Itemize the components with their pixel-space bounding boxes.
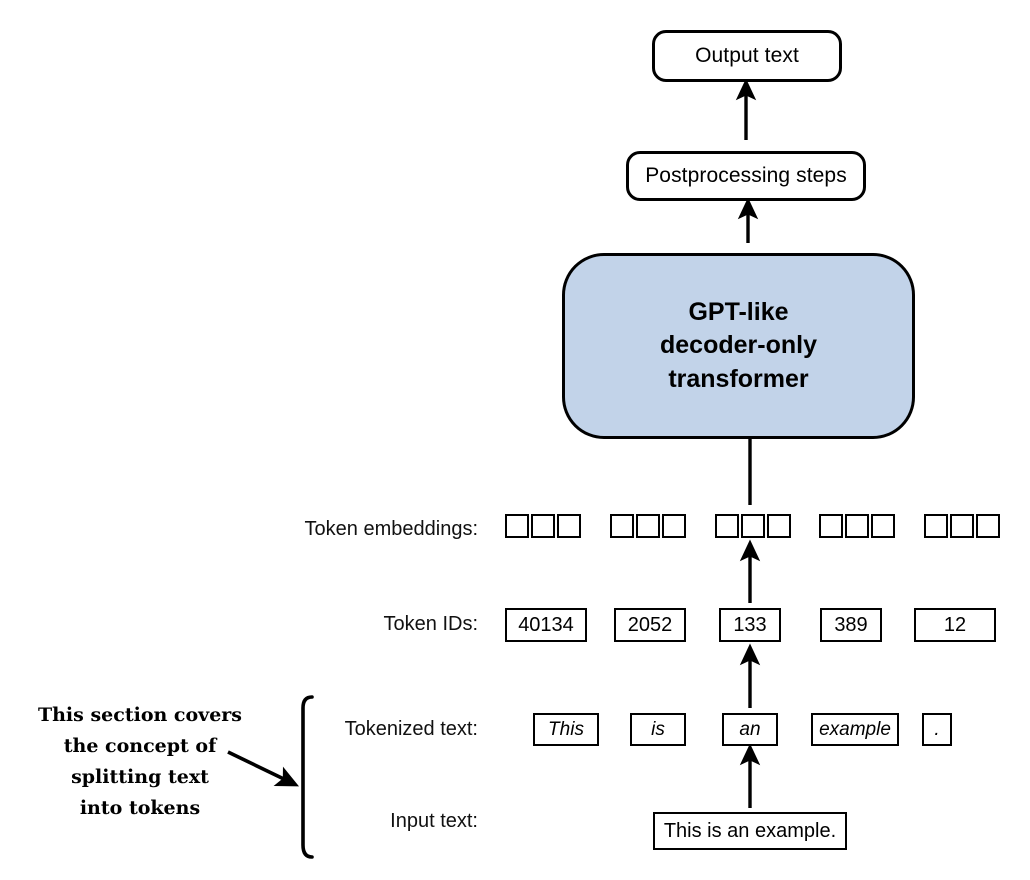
token-embedding-cell (976, 514, 1000, 538)
label-token-embeddings: Token embeddings: (304, 518, 478, 540)
token-embedding-cell (845, 514, 870, 538)
token-id-value: 389 (834, 613, 868, 636)
token-id-box[interactable]: 40134 (505, 608, 587, 642)
tokenized-text-value: This (548, 718, 584, 740)
token-embeddings-row (505, 514, 1000, 540)
token-embedding-cell (740, 514, 765, 538)
annotation-line-2: the concept of (63, 734, 217, 757)
tokenized-text-value: example (819, 718, 891, 740)
token-embedding-cell (609, 514, 634, 538)
token-embedding-cell (531, 514, 555, 538)
tokenized-text-row: This is an example. (503, 713, 1003, 746)
tokenized-text-value: is (651, 718, 665, 740)
section-bracket (301, 695, 314, 859)
tokenized-text-value: an (739, 718, 761, 740)
tokenized-text-box[interactable]: is (630, 713, 686, 746)
label-token-ids: Token IDs: (383, 613, 478, 635)
token-embedding-group (819, 514, 896, 540)
label-tokenized-text: Tokenized text: (344, 718, 478, 740)
output-text-label: Output text (695, 44, 799, 67)
token-embedding-cell (950, 514, 974, 538)
transformer-label-line1: GPT-like (688, 297, 789, 326)
transformer-label-line2: decoder-only (660, 331, 817, 360)
token-embedding-cell (924, 514, 948, 538)
token-embedding-cell (819, 514, 844, 538)
transformer-block[interactable]: GPT-like decoder-only transformer (562, 253, 915, 439)
token-embedding-cell (661, 514, 686, 538)
tokenized-text-box[interactable]: . (922, 713, 952, 746)
token-id-box[interactable]: 12 (914, 608, 996, 642)
postprocessing-steps-box[interactable]: Postprocessing steps (626, 151, 866, 201)
tokenized-text-box[interactable]: This (533, 713, 599, 746)
token-embedding-cell (766, 514, 791, 538)
annotation-line-1: This section covers (37, 704, 242, 726)
input-text-value: This is an example. (663, 819, 837, 842)
token-id-box[interactable]: 389 (820, 608, 882, 642)
token-embedding-cell (505, 514, 529, 538)
token-embedding-group (505, 514, 581, 540)
token-id-box[interactable]: 2052 (614, 608, 686, 642)
section-annotation: This section covers the concept of split… (34, 700, 246, 824)
transformer-label-line3: transformer (668, 364, 809, 393)
token-embedding-cell (871, 514, 896, 538)
annotation-line-3: splitting text (71, 765, 209, 788)
postprocessing-steps-label: Postprocessing steps (645, 164, 847, 187)
tokenized-text-box[interactable]: example (811, 713, 899, 746)
token-embedding-cell (557, 514, 581, 538)
token-embedding-group (609, 514, 686, 540)
annotation-line-4: into tokens (79, 796, 201, 819)
token-embedding-group (714, 514, 791, 540)
token-id-value: 40134 (518, 613, 574, 636)
token-id-value: 12 (943, 613, 967, 636)
label-input-text: Input text: (390, 810, 478, 832)
token-id-value: 2052 (627, 613, 673, 636)
tokenized-text-value: . (934, 718, 940, 740)
token-id-value: 133 (733, 613, 767, 636)
token-embedding-cell (714, 514, 739, 538)
token-ids-row: 40134 2052 133 389 12 (503, 608, 1003, 642)
input-text-box[interactable]: This is an example. (653, 812, 847, 850)
token-id-box[interactable]: 133 (719, 608, 781, 642)
token-embedding-cell (635, 514, 660, 538)
output-text-box[interactable]: Output text (652, 30, 842, 82)
token-embedding-group (924, 514, 1000, 540)
tokenized-text-box[interactable]: an (722, 713, 778, 746)
